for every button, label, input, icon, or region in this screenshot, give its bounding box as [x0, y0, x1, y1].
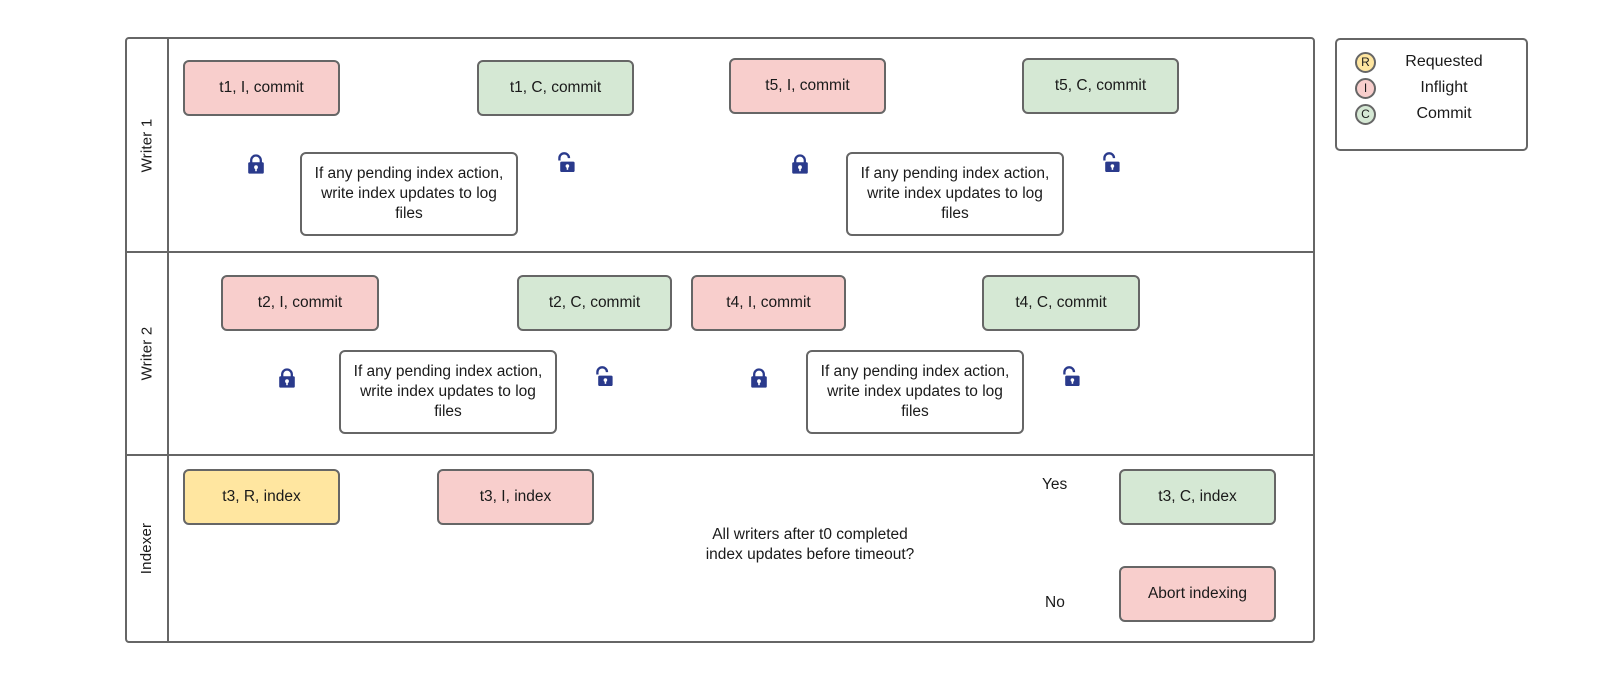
node-t2-inflight-commit[interactable]: t2, I, commit — [221, 275, 379, 331]
decision-label-wrap: All writers after t0 completed index upd… — [676, 461, 944, 629]
lock-closed-icon-writer1-2 — [792, 154, 808, 174]
lock-closed-icon-writer1-1 — [248, 154, 264, 174]
node-writer1-index-process-1[interactable]: If any pending index action, write index… — [300, 152, 518, 236]
node-t4-inflight-commit[interactable]: t4, I, commit — [691, 275, 846, 331]
node-t1-commit-commit[interactable]: t1, C, commit — [477, 60, 634, 116]
lock-open-icon-writer1-2 — [1103, 152, 1120, 172]
node-t1-inflight-commit[interactable]: t1, I, commit — [183, 60, 340, 116]
edge-label-yes: Yes — [1042, 476, 1068, 493]
lane-label-writer-2: Writer 2 — [138, 326, 156, 381]
lane-label-indexer: Indexer — [138, 522, 156, 575]
node-t3-requested-index[interactable]: t3, R, index — [183, 469, 340, 525]
lane-title-writer-2: Writer 2 — [127, 253, 169, 454]
legend-box: R Requested I Inflight C Commit — [1335, 38, 1528, 151]
lane-indexer: Indexer — [127, 456, 1313, 641]
decision-all-writers-completed[interactable]: All writers after t0 completed index upd… — [676, 461, 944, 629]
lock-open-icon-writer2-1 — [596, 366, 613, 386]
node-t2-commit-commit[interactable]: t2, C, commit — [517, 275, 672, 331]
legend-label-requested: Requested — [1405, 53, 1483, 70]
decision-label: All writers after t0 completed index upd… — [705, 525, 915, 563]
legend-item-requested: R Requested — [1337, 49, 1526, 75]
node-t3-inflight-index[interactable]: t3, I, index — [437, 469, 594, 525]
edge-label-no: No — [1045, 594, 1065, 611]
legend-item-inflight: I Inflight — [1337, 75, 1526, 101]
node-t3-commit-index[interactable]: t3, C, index — [1119, 469, 1276, 525]
lock-closed-icon-writer2-2 — [751, 368, 767, 388]
node-abort-indexing[interactable]: Abort indexing — [1119, 566, 1276, 622]
legend-label-commit: Commit — [1416, 105, 1472, 122]
node-t4-commit-commit[interactable]: t4, C, commit — [982, 275, 1140, 331]
node-writer2-index-process-2[interactable]: If any pending index action, write index… — [806, 350, 1024, 434]
lock-open-icon-writer2-2 — [1063, 366, 1080, 386]
lock-open-icon-writer1-1 — [558, 152, 575, 172]
swimlane-pool: Writer 1 Writer 2 Indexer — [125, 37, 1315, 643]
node-t5-commit-commit[interactable]: t5, C, commit — [1022, 58, 1179, 114]
legend-badge-requested-icon: R — [1355, 51, 1376, 73]
node-writer1-index-process-2[interactable]: If any pending index action, write index… — [846, 152, 1064, 236]
lane-label-writer-1: Writer 1 — [138, 118, 156, 172]
node-t5-inflight-commit[interactable]: t5, I, commit — [729, 58, 886, 114]
lane-writer-1: Writer 1 — [127, 39, 1313, 253]
node-writer2-index-process-1[interactable]: If any pending index action, write index… — [339, 350, 557, 434]
legend-badge-inflight-icon: I — [1355, 77, 1376, 99]
legend-badge-commit-icon: C — [1355, 103, 1376, 125]
legend-item-commit: C Commit — [1337, 101, 1526, 127]
lock-closed-icon-writer2-1 — [279, 368, 295, 388]
legend-label-inflight: Inflight — [1420, 79, 1468, 96]
lane-title-indexer: Indexer — [127, 456, 169, 641]
lane-writer-2: Writer 2 — [127, 253, 1313, 456]
lane-title-writer-1: Writer 1 — [127, 39, 169, 251]
